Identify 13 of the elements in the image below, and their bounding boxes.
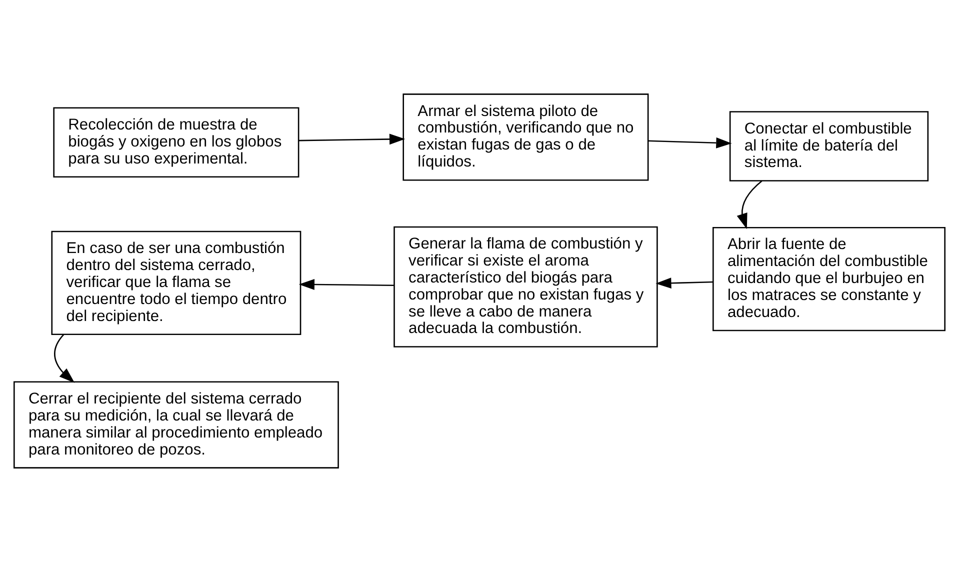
node-box: Recolección de muestra de biogás y oxigeno en los globos para su uso experimental. [53,106,300,178]
arrow [656,277,713,288]
arrow [736,180,762,229]
node-box: En caso de ser una combustión dentro del sistema cerrado, verificar que la flama se encuentre todo el tiempo dentro del recipiente. [51,230,302,335]
node-box: Armar el sistema piloto de combustión, verificando que no existan fugas de gas o de líquidos. [402,93,649,180]
node-box: Generar la flama de combustión y verificar si existe el aroma característico del biogás para comprobar que no existan fugas y se lleve a cabo de manera adecuada la combustión. [394,226,658,347]
arrow [298,278,394,290]
arrow [648,136,732,148]
node-box: Conectar el combustible al límite de batería del sistema. [729,110,929,181]
node-box: Abrir la fuente de alimentación del combustible cuidando que el burbujeo en los matraces se constante y adecuado. [712,226,946,331]
arrow [298,133,406,144]
node-box: Cerrar el recipiente del sistema cerrado para su medición, la cual se llevará de manera similar al procedimiento empleado para monitoreo de pozos. [14,380,339,468]
arrow [54,334,75,382]
